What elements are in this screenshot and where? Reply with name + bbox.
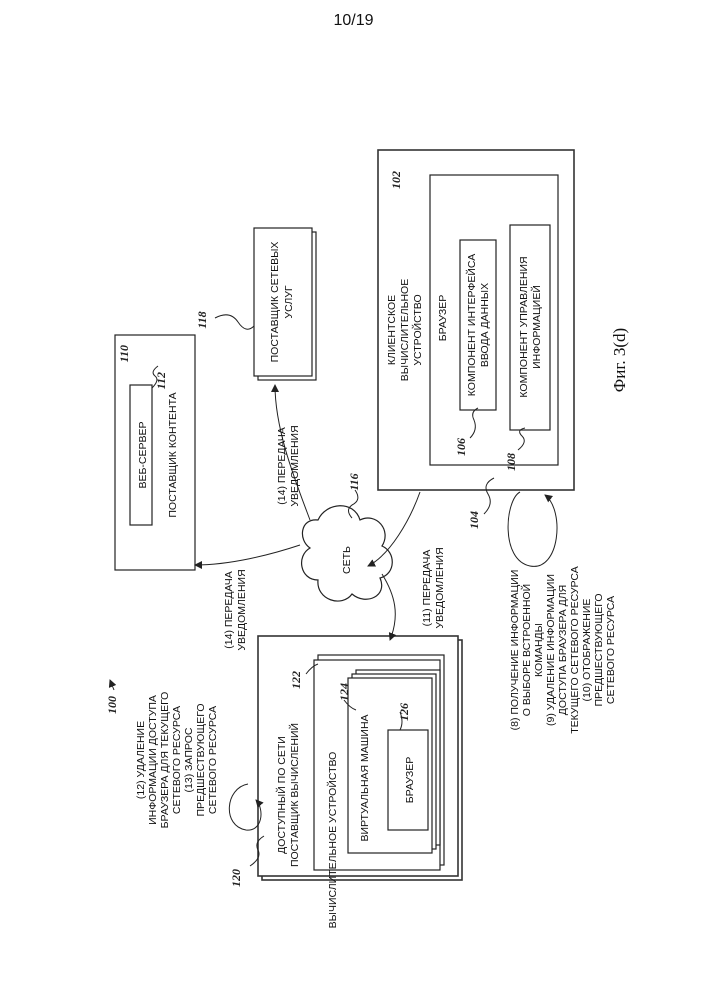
client-loop-arrow xyxy=(508,492,557,566)
steps12-line2: ИНФОРМАЦИИ ДОСТУПА xyxy=(147,695,159,825)
input-component-label-1: КОМПОНЕНТ ИНТЕРФЕЙСА xyxy=(465,254,478,396)
compute-provider-label-1: ДОСТУПНЫЙ ПО СЕТИ xyxy=(275,736,288,854)
content-provider-ref: 110 xyxy=(117,345,131,362)
notify14-top-line2: УВЕДОМЛЕНИЯ xyxy=(289,425,301,506)
compute-provider-ref: 120 xyxy=(229,869,243,887)
vm-ref: 124 xyxy=(337,683,351,701)
nsp-label-1: ПОСТАВЩИК СЕТЕВЫХ xyxy=(269,242,281,363)
annotation-notify-14-left: (14) ПЕРЕДАЧА УВЕДОМЛЕНИЯ xyxy=(223,569,248,650)
info-component-label-2: ИНФОРМАЦИЕЙ xyxy=(530,285,543,369)
arrow-network-to-content xyxy=(195,545,300,565)
info-component-label-1: КОМПОНЕНТ УПРАВЛЕНИЯ xyxy=(518,256,530,397)
info-component-ref: 108 xyxy=(504,453,518,471)
figure-ref-arrow xyxy=(110,680,114,690)
annotation-notify-14-top: (14) ПЕРЕДАЧА УВЕДОМЛЕНИЯ xyxy=(276,425,301,506)
notify11-line2: УВЕДОМЛЕНИЯ xyxy=(434,547,446,628)
arrow-network-to-compute xyxy=(382,574,395,640)
figure-caption: Фиг. 3(d) xyxy=(610,328,629,392)
nsp-label-2: УСЛУГ xyxy=(283,285,295,318)
content-provider: ВЕБ-СЕРВЕР ПОСТАВЩИК КОНТЕНТА 110 112 xyxy=(115,335,195,570)
client-self-loop xyxy=(508,492,557,566)
steps8-line6: ТЕКУЩЕГО СЕТЕВОГО РЕСУРСА xyxy=(569,566,581,734)
device-label: ВЫЧИСЛИТЕЛЬНОЕ УСТРОЙСТВО xyxy=(326,752,339,929)
vm-browser-label: БРАУЗЕР xyxy=(404,757,416,804)
web-server-ref: 112 xyxy=(154,372,168,389)
input-component-ref: 106 xyxy=(454,438,468,456)
web-server-label: ВЕБ-СЕРВЕР xyxy=(137,422,149,489)
device-ref: 122 xyxy=(289,671,303,689)
network-services-provider: ПОСТАВЩИК СЕТЕВЫХ УСЛУГ 118 xyxy=(195,228,316,380)
figure-ref: 100 xyxy=(105,696,119,714)
steps12-line1: (12) УДАЛЕНИЕ xyxy=(135,721,147,799)
client-browser-label: БРАУЗЕР xyxy=(437,295,449,342)
content-provider-label: ПОСТАВЩИК КОНТЕНТА xyxy=(167,392,179,517)
nsp-ref: 118 xyxy=(195,311,209,328)
client-device-label-3: УСТРОЙСТВО xyxy=(411,294,424,365)
steps12-line6: ПРЕДШЕСТВУЮЩЕГО xyxy=(195,704,207,817)
notify11-line1: (11) ПЕРЕДАЧА xyxy=(421,550,433,627)
steps8-line2: О ВЫБОРЕ ВСТРОЕННОЙ xyxy=(520,584,533,716)
steps12-line7: СЕТЕВОГО РЕСУРСА xyxy=(207,706,219,814)
nsp-ref-leader xyxy=(215,315,254,329)
client-device-ref: 102 xyxy=(389,171,403,189)
network-cloud: СЕТЬ 116 xyxy=(302,473,393,601)
client-device-label-2: ВЫЧИСЛИТЕЛЬНОЕ xyxy=(399,279,411,381)
network-label: СЕТЬ xyxy=(341,546,353,574)
notify14-left-line2: УВЕДОМЛЕНИЯ xyxy=(236,569,248,650)
content-provider-box xyxy=(115,335,195,570)
steps8-line9: СЕТЕВОГО РЕСУРСА xyxy=(605,596,617,704)
input-component-label-2: ВВОДА ДАННЫХ xyxy=(479,283,491,367)
steps8-line4: (9) УДАЛЕНИЕ ИНФОРМАЦИИ xyxy=(545,574,557,726)
client-device: 102 КЛИЕНТСКОЕ ВЫЧИСЛИТЕЛЬНОЕ УСТРОЙСТВО… xyxy=(378,150,574,529)
compute-provider: ДОСТУПНЫЙ ПО СЕТИ ПОСТАВЩИК ВЫЧИСЛЕНИЙ 1… xyxy=(229,636,462,928)
annotation-steps-8-10: (8) ПОЛУЧЕНИЕ ИНФОРМАЦИИ О ВЫБОРЕ ВСТРОЕ… xyxy=(509,566,617,734)
client-device-ref-arrow: 104 xyxy=(467,511,481,529)
steps8-line8: ПРЕДШЕСТВУЮЩЕГО xyxy=(593,594,605,707)
annotation-steps-12-13: (12) УДАЛЕНИЕ ИНФОРМАЦИИ ДОСТУПА БРАУЗЕР… xyxy=(135,692,219,829)
annotation-notify-11: (11) ПЕРЕДАЧА УВЕДОМЛЕНИЯ xyxy=(421,547,446,628)
steps8-line5: ДОСТУПА БРАУЗЕРА ДЛЯ xyxy=(557,585,569,715)
steps12-line5: (13) ЗАПРОС xyxy=(183,727,195,792)
notify14-left-line1: (14) ПЕРЕДАЧА xyxy=(223,571,235,648)
compute-self-loop xyxy=(229,784,261,830)
network-ref: 116 xyxy=(347,473,361,490)
steps12-line4: СЕТЕВОГО РЕСУРСА xyxy=(171,706,183,814)
compute-provider-label-2: ПОСТАВЩИК ВЫЧИСЛЕНИЙ xyxy=(288,723,301,867)
vm-browser-ref: 126 xyxy=(397,703,411,721)
notify14-top-line1: (14) ПЕРЕДАЧА xyxy=(276,427,288,504)
steps8-line3: КОМАНДЫ xyxy=(533,623,545,677)
info-component-box xyxy=(510,225,550,430)
steps8-line7: (10) ОТОБРАЖЕНИЕ xyxy=(581,599,593,702)
vm-label: ВИРТУАЛЬНАЯ МАШИНА xyxy=(359,714,371,841)
steps8-line1: (8) ПОЛУЧЕНИЕ ИНФОРМАЦИИ xyxy=(509,570,521,731)
steps12-line3: БРАУЗЕРА ДЛЯ ТЕКУЩЕГО xyxy=(159,692,171,829)
client-device-label-1: КЛИЕНТСКОЕ xyxy=(386,295,398,365)
